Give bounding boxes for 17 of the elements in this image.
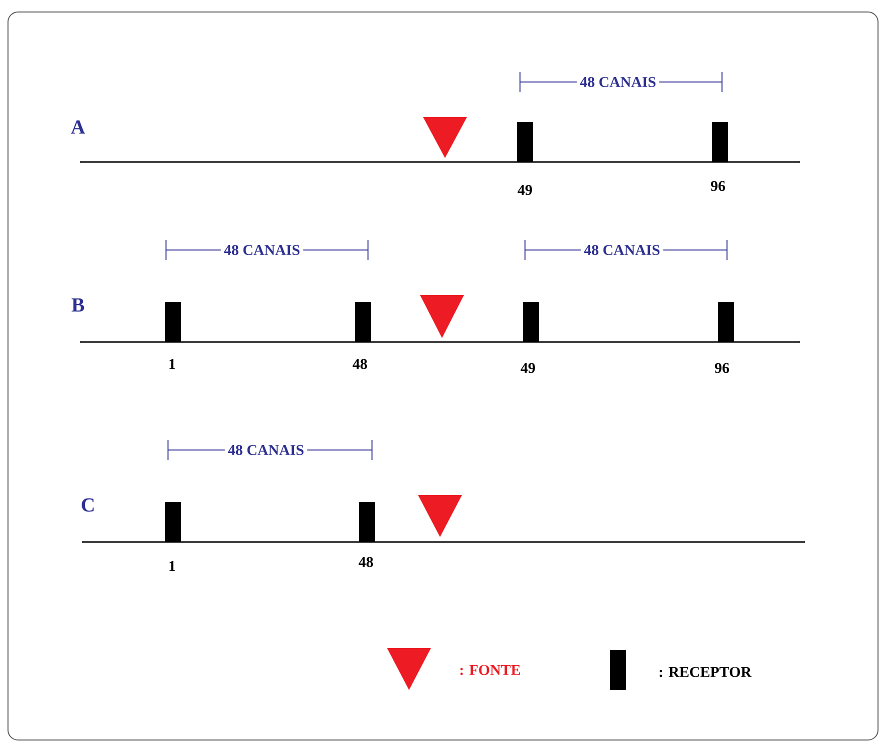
row-label: A — [70, 120, 86, 134]
row-label: B — [72, 298, 84, 312]
receiver-number: 48 — [358, 556, 373, 568]
receiver-number: 96 — [710, 180, 726, 192]
dimension-label: 48 CANAIS — [224, 442, 308, 458]
legend-text: : FONTE — [460, 664, 520, 676]
dimension-label: 48 CANAIS — [576, 74, 660, 90]
dimension-label: 48 CANAIS — [220, 242, 304, 258]
row-label: C — [82, 498, 94, 512]
receiver-number: 49 — [518, 184, 532, 196]
receiver-number: 1 — [169, 359, 175, 369]
receiver-number: 49 — [520, 362, 535, 374]
receiver-number: 96 — [714, 362, 730, 374]
receiver-number: 1 — [169, 561, 175, 571]
legend-text: : RECEPTOR — [660, 666, 752, 678]
dimension-label: 48 CANAIS — [580, 242, 664, 258]
receiver-number: 48 — [352, 358, 367, 370]
